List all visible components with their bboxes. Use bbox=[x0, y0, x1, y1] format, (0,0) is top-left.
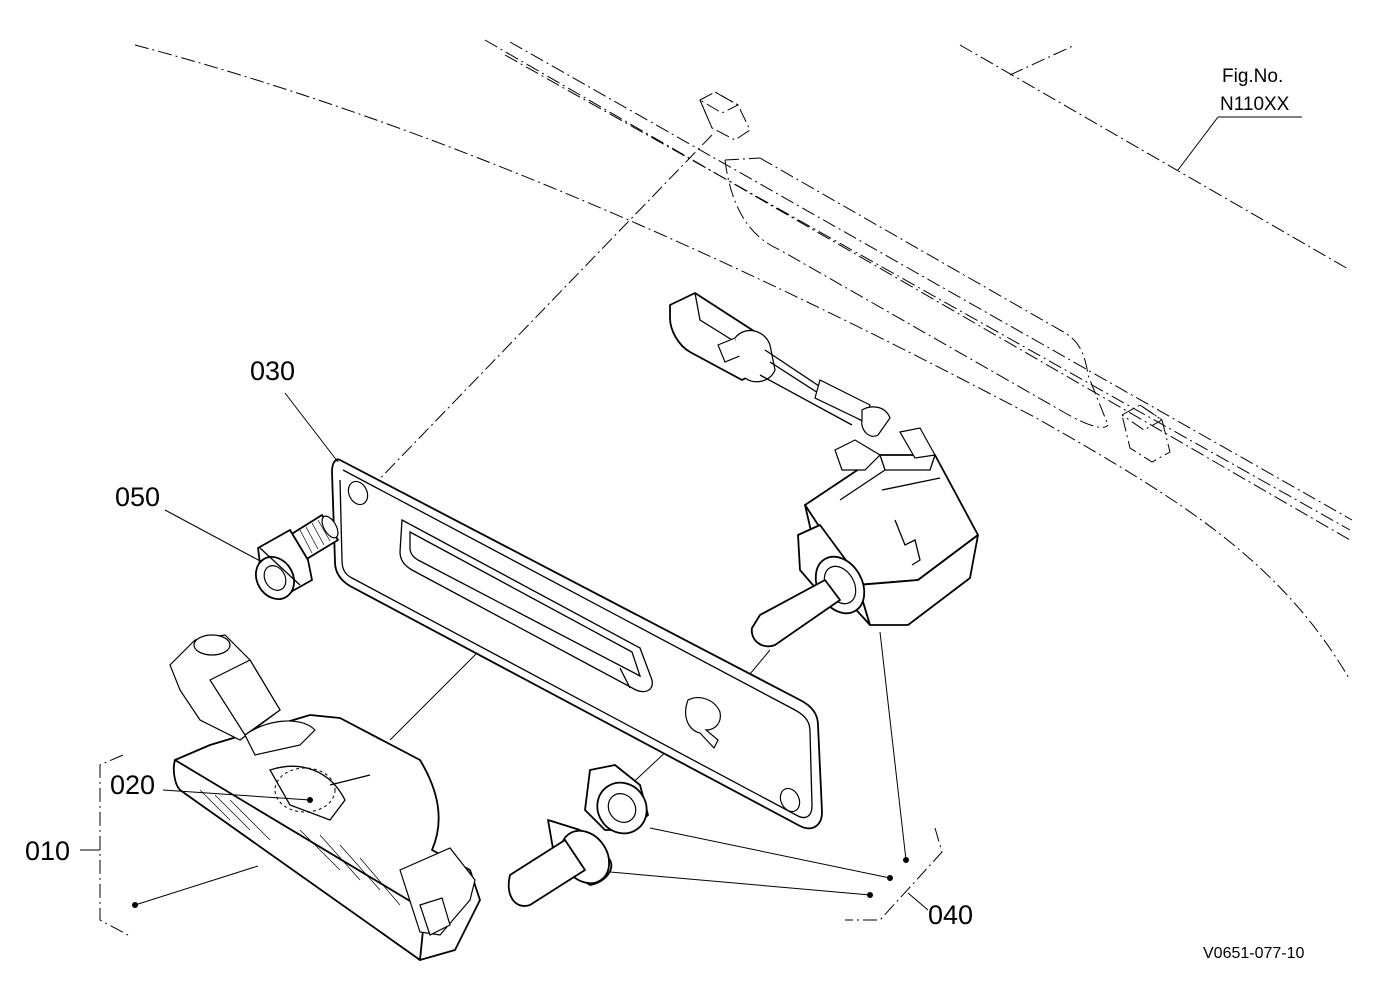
mount-boss-upper bbox=[699, 91, 751, 141]
callout-040: 040 bbox=[928, 900, 973, 930]
fig-no-value: N110XX bbox=[1220, 94, 1290, 115]
callout-010: 010 bbox=[25, 836, 70, 866]
mount-boss-lower bbox=[1121, 404, 1171, 463]
fig-no-label: Fig.No. bbox=[1222, 66, 1283, 87]
callout-leaders bbox=[80, 392, 943, 936]
body-panel-outline bbox=[134, 39, 1353, 681]
drawing-reference: V0651-077-10 bbox=[1203, 945, 1305, 962]
bezel-plate-030 bbox=[331, 458, 823, 830]
toggle-switch-040 bbox=[669, 292, 979, 648]
callout-030: 030 bbox=[250, 356, 295, 386]
assembly-line-bolt bbox=[339, 134, 713, 521]
lamp-housing-010 bbox=[169, 634, 481, 961]
switch-nut-boot-040 bbox=[507, 764, 649, 907]
figure-number-block: Fig.No. N110XX bbox=[1177, 66, 1302, 171]
callout-050: 050 bbox=[115, 482, 160, 512]
flange-bolt-050 bbox=[255, 514, 339, 600]
callout-020: 020 bbox=[110, 770, 155, 800]
